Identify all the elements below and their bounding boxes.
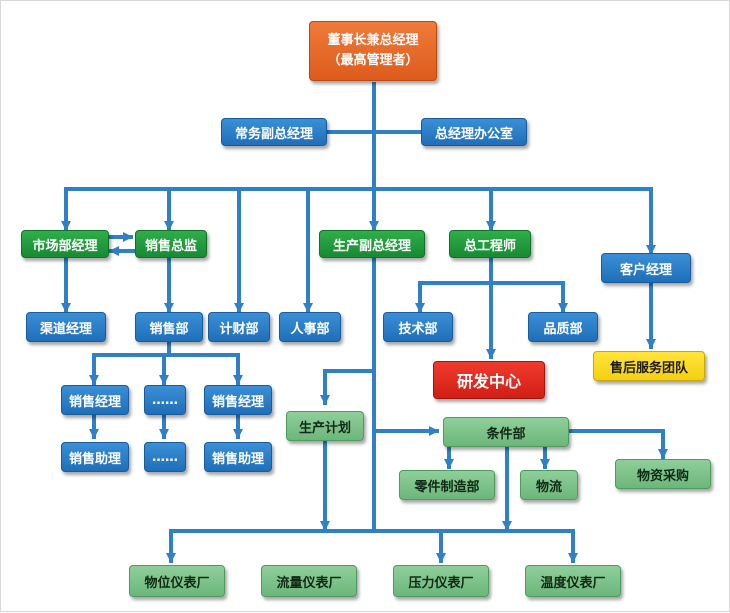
exec-vp-box: 常务副总经理 [221,118,327,146]
factory-flow-box: 流量仪表厂 [261,565,357,597]
marketing-manager-box: 市场部经理 [21,230,109,258]
chief-engineer-box: 总工程师 [449,230,531,258]
sales-manager-box: 销售经理 [204,385,272,415]
account-manager-box: 客户经理 [601,253,691,283]
gm-office-box: 总经理办公室 [421,118,527,146]
factory-pressure-box: 压力仪表厂 [393,565,489,597]
parts-manufacturing-box: 零件制造部 [399,470,495,500]
sales-dept-box: 销售部 [135,312,203,342]
hr-dept-box: 人事部 [279,312,341,342]
sales-assistant-box: 销售助理 [204,442,272,472]
ceo-title: 董事长兼总经理 [327,33,419,48]
production-vp-box: 生产副总经理 [319,230,425,258]
ceo-subtitle: （最高管理者） [327,53,419,68]
ceo-box: 董事长兼总经理 （最高管理者） [309,21,437,81]
sales-placeholder-box: …… [144,442,186,472]
finance-dept-box: 计财部 [208,312,270,342]
factory-level-box: 物位仪表厂 [129,565,225,597]
sales-manager-box: 销售经理 [61,385,129,415]
sales-director-box: 销售总监 [135,230,207,258]
condition-dept-box: 条件部 [443,417,569,447]
sales-placeholder-box: …… [144,385,186,415]
rd-center-box: 研发中心 [433,361,545,399]
production-plan-box: 生产计划 [286,411,364,441]
sales-assistant-box: 销售助理 [61,442,129,472]
quality-dept-box: 品质部 [528,312,598,342]
channel-manager-box: 渠道经理 [26,312,106,342]
procurement-box: 物资采购 [615,459,711,489]
after-sales-team-box: 售后服务团队 [593,351,705,381]
factory-temperature-box: 温度仪表厂 [525,565,621,597]
tech-dept-box: 技术部 [383,312,453,342]
logistics-box: 物流 [520,470,578,500]
